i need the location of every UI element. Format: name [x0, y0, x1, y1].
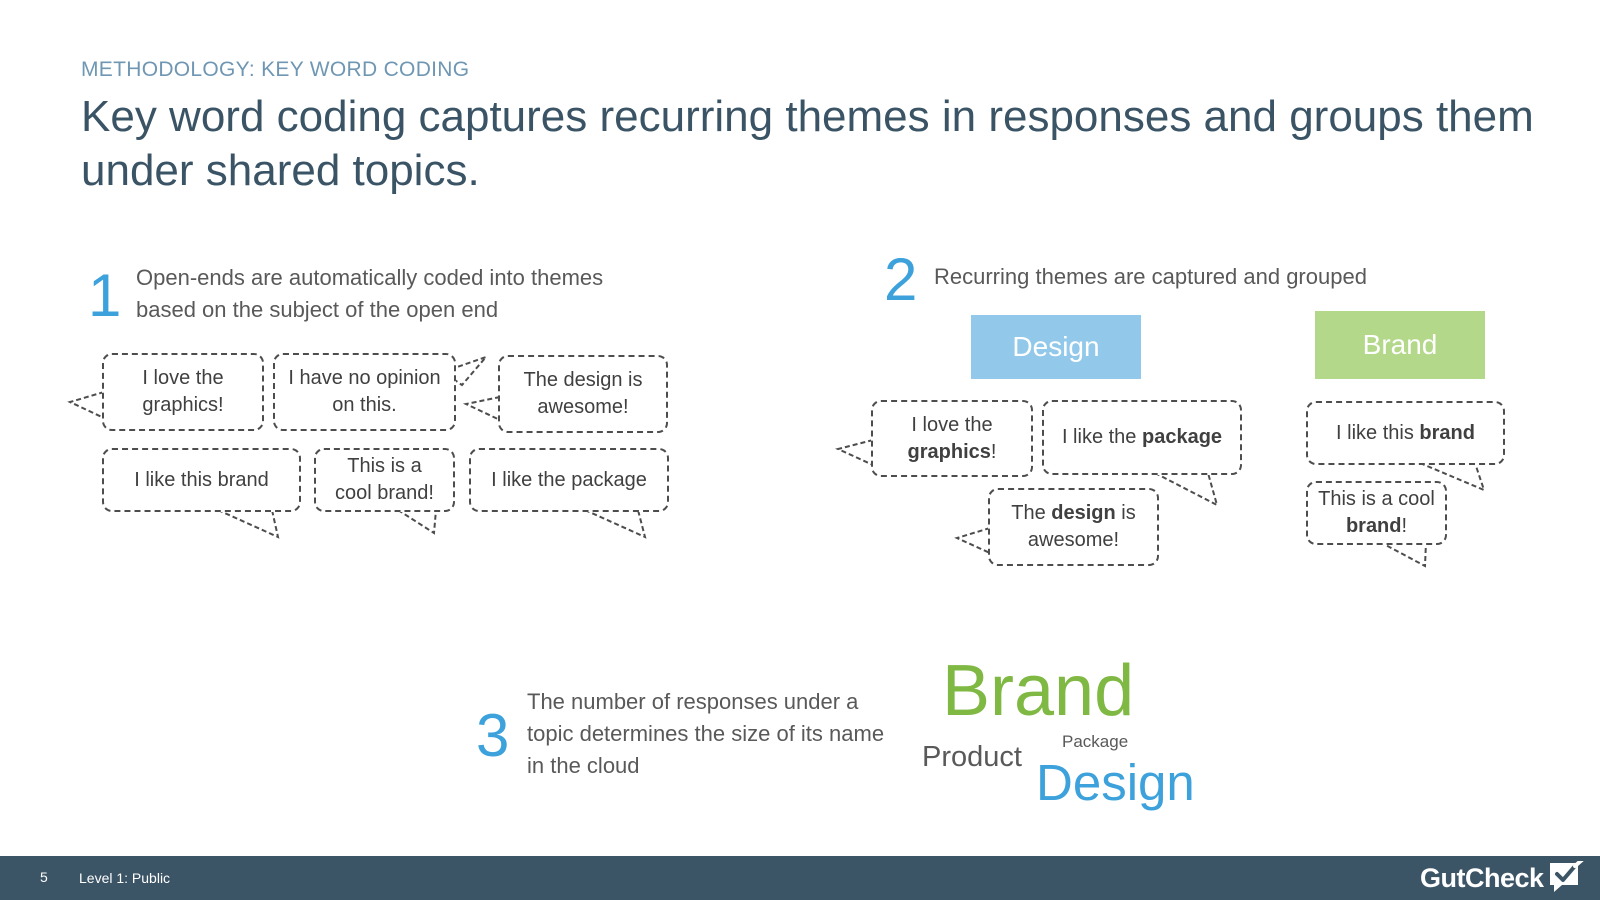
brand-bubble-like-brand: I like this brand	[1306, 401, 1505, 465]
bubble-like-brand: I like this brand	[102, 448, 301, 512]
bubble-love-graphics: I love the graphics!	[102, 353, 264, 431]
logo-check-icon	[1549, 861, 1584, 892]
word-cloud-package: Package	[1062, 732, 1129, 751]
step-2-text: Recurring themes are captured and groupe…	[934, 264, 1367, 289]
brand-bubble-cool-brand: This is a cool brand!	[1306, 481, 1447, 545]
classification-label: Level 1: Public	[79, 870, 171, 886]
step-1-number: 1	[88, 262, 122, 329]
step-1-text: Open-ends are automatically coded into t…	[136, 265, 604, 322]
logo-text: GutCheck	[1420, 862, 1544, 893]
bubble-design-awesome: The design is awesome!	[498, 355, 668, 433]
word-cloud-brand: Brand	[942, 651, 1135, 731]
step-3-number: 3	[476, 702, 510, 769]
bubble-cool-brand: This is a cool brand!	[314, 448, 455, 512]
brand-tag: Brand	[1315, 311, 1485, 379]
word-cloud-product: Product	[922, 741, 1022, 773]
step-3-text: The number of responses under a topic de…	[527, 689, 885, 778]
design-tag: Design	[971, 315, 1141, 379]
slide-title: Key word coding captures recurring theme…	[81, 92, 1534, 195]
bubble-no-opinion: I have no opinion on this.	[273, 353, 456, 431]
step-2-number: 2	[884, 246, 918, 313]
gutcheck-logo: GutCheck	[1420, 861, 1586, 895]
bubble-like-package: I like the package	[469, 448, 669, 512]
section-kicker: METHODOLOGY: KEY WORD CODING	[81, 58, 470, 81]
design-bubble-design: The design is awesome!	[988, 488, 1159, 566]
footer-bar: 5 Level 1: Public GutCheck	[0, 856, 1600, 900]
design-bubble-package: I like the package	[1042, 400, 1242, 475]
word-cloud-design: Design	[1036, 754, 1195, 811]
page-number: 5	[40, 869, 48, 885]
